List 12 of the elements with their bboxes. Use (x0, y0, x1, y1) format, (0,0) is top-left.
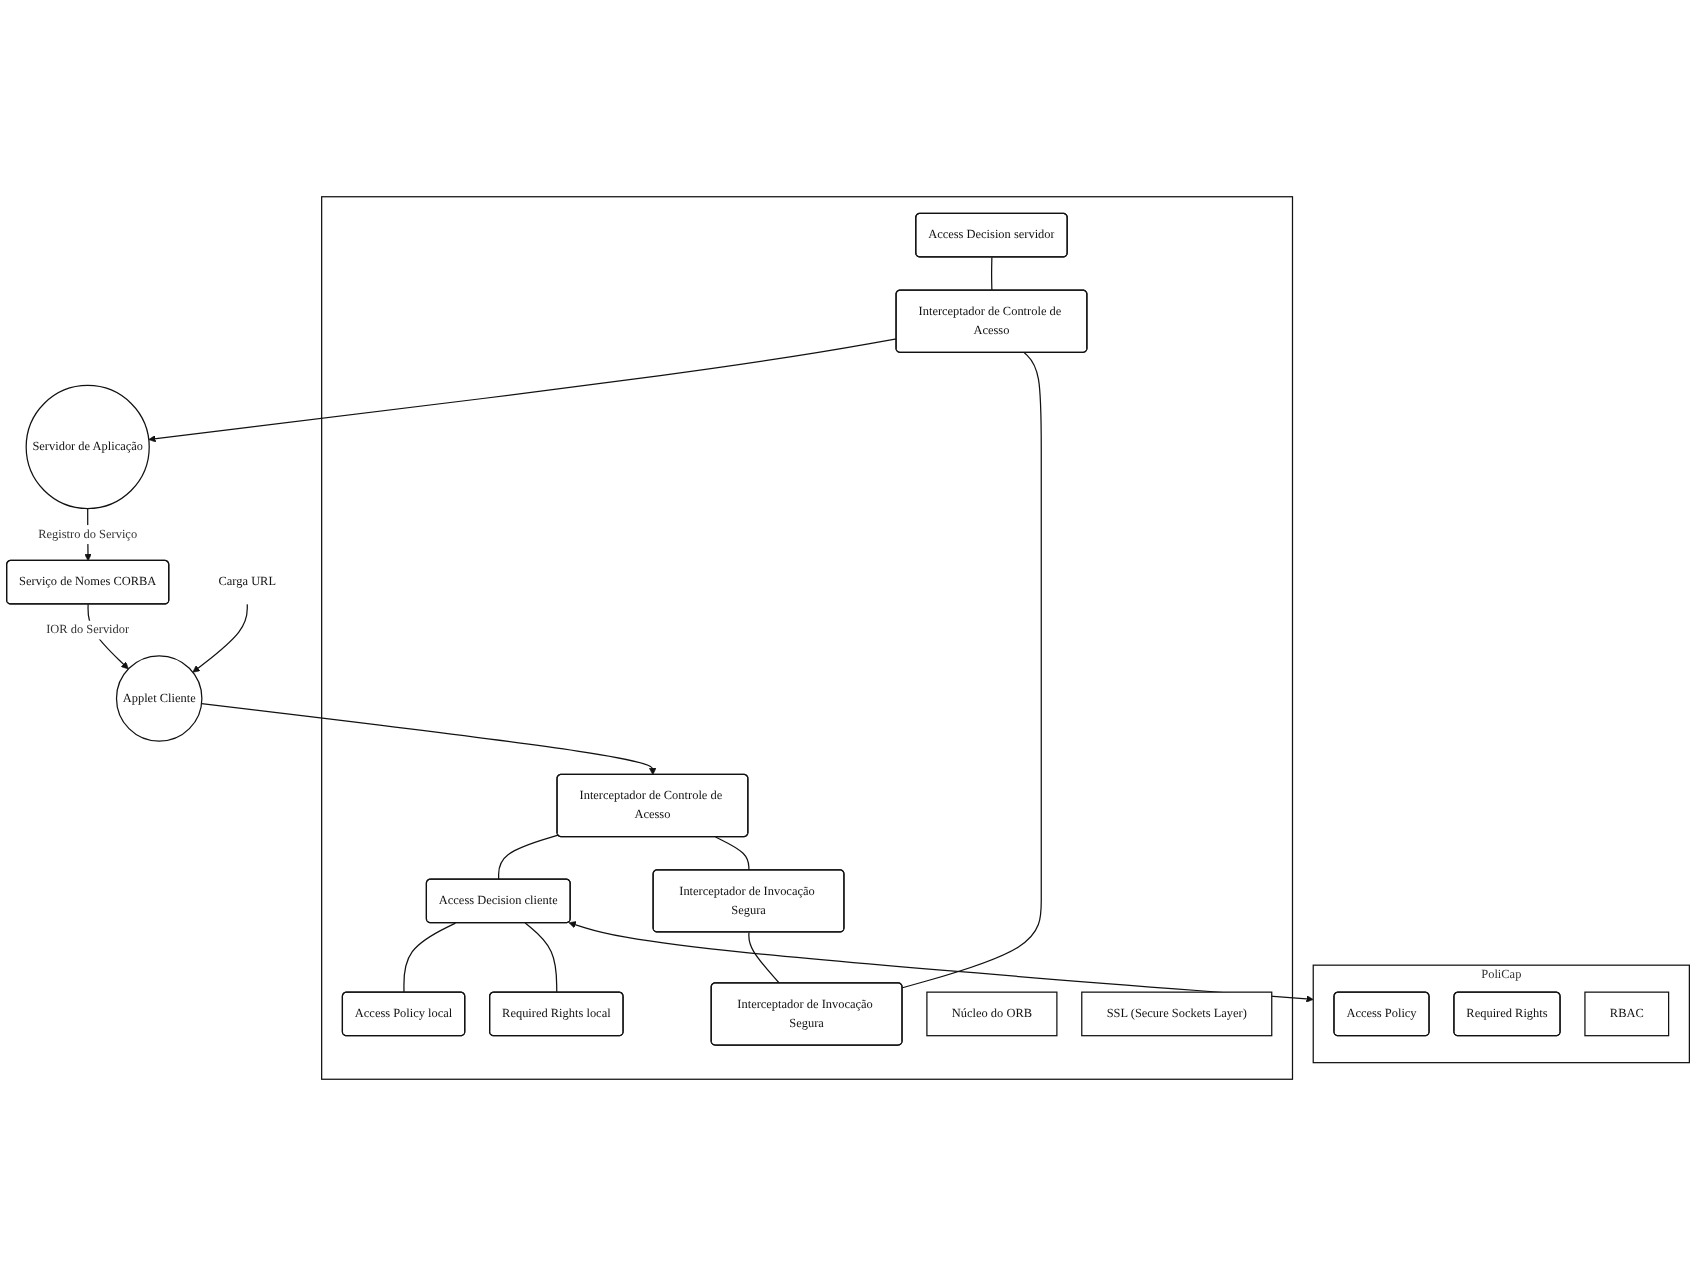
connector (524, 922, 558, 994)
connector (991, 256, 993, 292)
connector (901, 352, 1042, 989)
connector (748, 931, 780, 984)
connector (714, 836, 750, 871)
connector (403, 922, 457, 994)
arrow (148, 338, 898, 443)
arrow (192, 603, 248, 673)
connector (498, 834, 559, 881)
arrow (200, 702, 657, 776)
cluster (321, 196, 1294, 1080)
arrow (568, 921, 1314, 1003)
